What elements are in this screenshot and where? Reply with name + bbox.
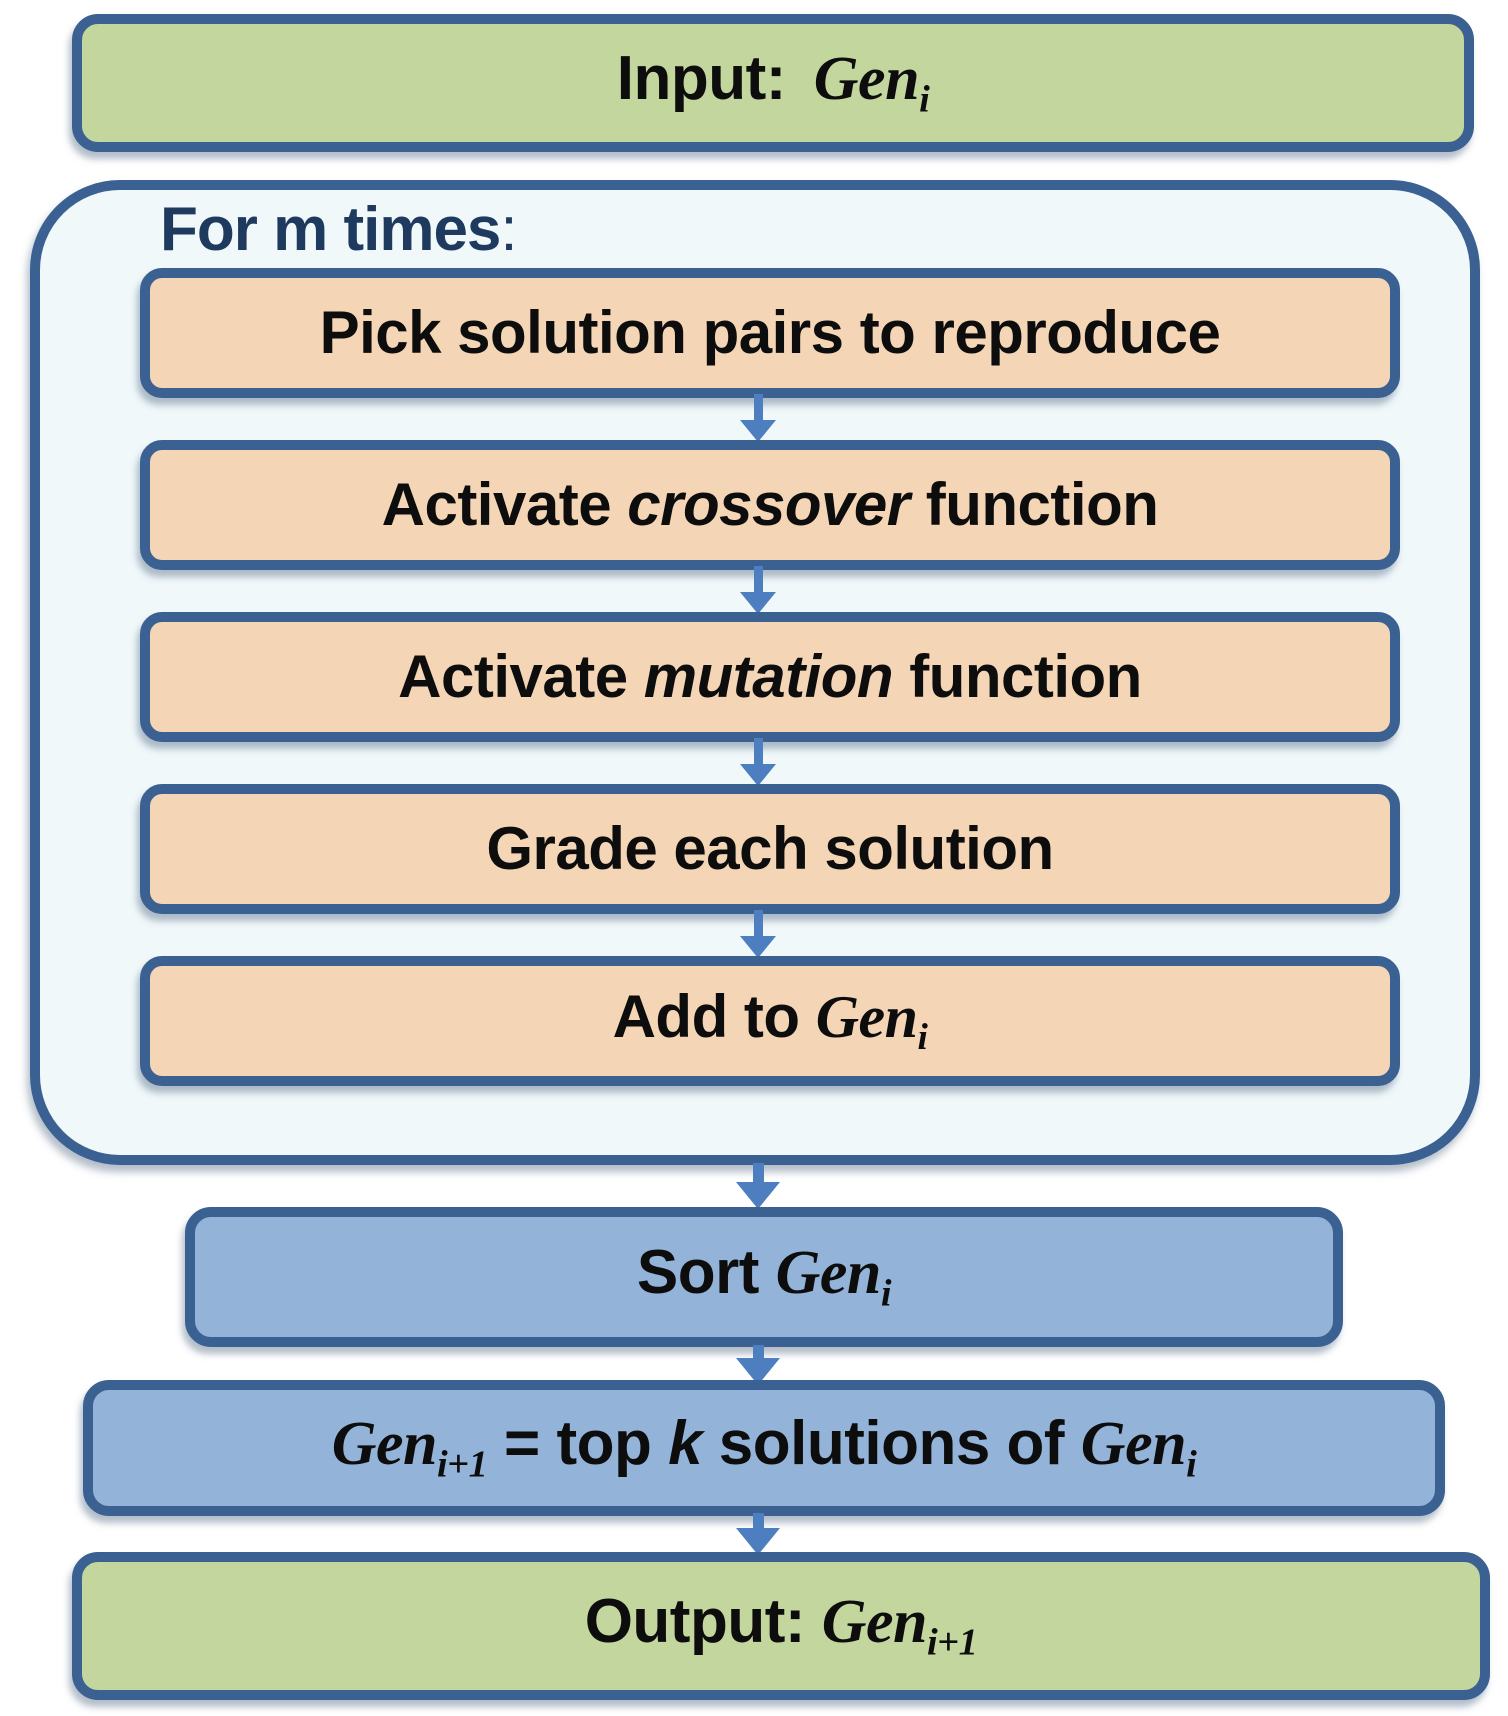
subscript: i+1 [437, 1443, 488, 1486]
sort-label: Sort Geni [636, 1238, 892, 1315]
flow-arrow-icon [729, 1513, 787, 1555]
arrow-head [740, 936, 776, 958]
step-label: Add to Geni [612, 982, 928, 1058]
arrow-stem [752, 1345, 764, 1358]
select-label: Geni+1 = top k solutions of Geni [331, 1409, 1197, 1486]
arrow-stem [753, 566, 763, 592]
gen-i-variable: Geni [815, 983, 928, 1058]
arrow-head [736, 1528, 780, 1555]
flow-arrow-icon [736, 738, 780, 786]
subscript: i [880, 1272, 892, 1315]
arrow-stem [753, 910, 763, 936]
sort-box: Sort Geni [185, 1207, 1343, 1347]
arrow-head [740, 592, 776, 614]
loop-label: For m times: [160, 195, 518, 264]
output-box: Output: Geni+1 [72, 1552, 1490, 1700]
arrow-head [736, 1182, 780, 1209]
arrow-head [740, 764, 776, 786]
arrow-stem [752, 1163, 764, 1182]
arrow-stem [752, 1513, 764, 1528]
step-label: Grade each solution [486, 815, 1054, 882]
crossover-emphasis: crossover [627, 471, 910, 538]
flow-arrow-icon [736, 910, 780, 958]
step-activate-crossover: Activate crossover function [140, 440, 1400, 570]
input-box: Input:Geni [72, 14, 1474, 152]
flow-arrow-icon [729, 1345, 787, 1385]
step-add-to-gen: Add to Geni [140, 956, 1400, 1086]
flow-arrow-icon [729, 1163, 787, 1209]
step-grade-each-solution: Grade each solution [140, 784, 1400, 914]
gen-i-plus-1-variable: Geni+1 [331, 1410, 488, 1486]
arrow-stem [753, 738, 763, 764]
subscript: i [1186, 1443, 1197, 1486]
output-label: Output: Geni+1 [584, 1587, 978, 1664]
arrow-head [740, 420, 776, 442]
subscript: i [919, 78, 930, 121]
step-pick-solution-pairs: Pick solution pairs to reproduce [140, 268, 1400, 398]
loop-label-colon: : [500, 195, 517, 264]
gen-i-variable: Geni [813, 45, 930, 121]
step-label: Pick solution pairs to reproduce [319, 299, 1221, 366]
subscript: i [917, 1016, 928, 1058]
subscript: i+1 [927, 1621, 978, 1664]
step-activate-mutation: Activate mutation function [140, 612, 1400, 742]
select-top-k-box: Geni+1 = top k solutions of Geni [83, 1380, 1445, 1516]
flow-arrow-icon [736, 566, 780, 614]
flow-arrow-icon [736, 394, 780, 442]
gen-i-variable: Geni [1080, 1410, 1197, 1486]
step-label: Activate mutation function [398, 643, 1142, 710]
k-variable: k [668, 1409, 703, 1479]
mutation-emphasis: mutation [643, 643, 894, 710]
arrow-stem [753, 394, 763, 420]
gen-i-plus-1-variable: Geni+1 [821, 1588, 978, 1664]
input-label: Input:Geni [616, 44, 930, 121]
gen-i-variable: Geni [775, 1239, 892, 1315]
step-label: Activate crossover function [381, 471, 1159, 538]
